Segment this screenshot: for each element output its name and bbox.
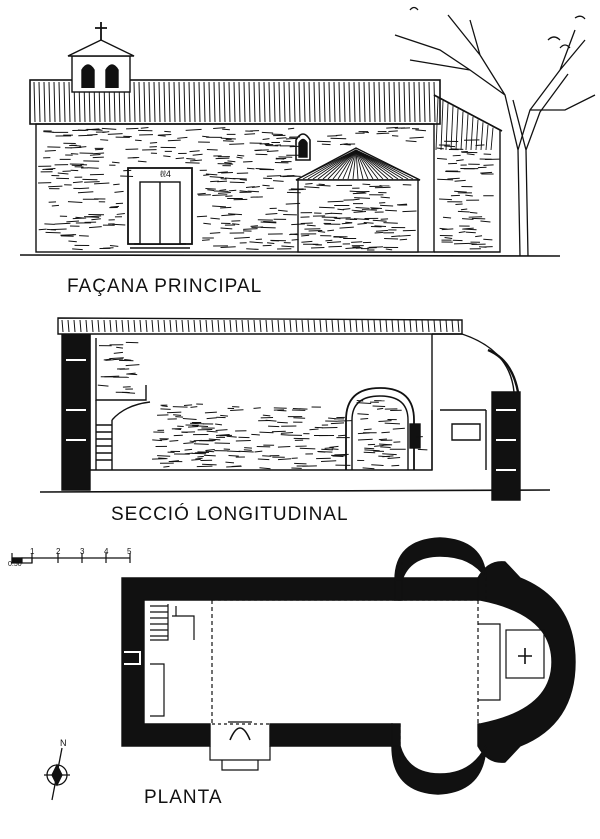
altar-cross-icon xyxy=(518,648,532,664)
section-masonry xyxy=(97,341,428,470)
tree xyxy=(394,6,596,257)
section-stairs xyxy=(96,401,151,470)
scale-bar xyxy=(11,553,131,564)
scale-tick-1: 1 xyxy=(30,547,35,556)
caption-facade: FAÇANA PRINCIPAL xyxy=(67,276,263,297)
facade-door xyxy=(127,167,193,249)
facade-masonry xyxy=(37,126,500,251)
scale-tick-5: 5 xyxy=(127,547,132,556)
north-label: N xyxy=(60,738,67,748)
plan-drawing xyxy=(121,537,576,795)
belfry xyxy=(67,22,135,93)
door-inscription: ℓℓ4 xyxy=(160,169,171,179)
scale-tick-2: 2 xyxy=(56,547,61,556)
facade-roof xyxy=(29,79,441,125)
scale-tick-3: 3 xyxy=(80,547,85,556)
scale-tick-4: 4 xyxy=(104,547,109,556)
plan-details xyxy=(124,556,545,774)
scale-zero-label: 0.50 xyxy=(8,561,22,568)
section-drawing xyxy=(39,317,551,501)
north-arrow-icon xyxy=(44,747,70,801)
caption-section: SECCIÓ LONGITUDINAL xyxy=(111,504,349,525)
facade-drawing xyxy=(19,6,596,257)
section-arch xyxy=(345,387,415,470)
cross-icon xyxy=(95,22,107,40)
caption-plan: PLANTA xyxy=(144,787,223,808)
